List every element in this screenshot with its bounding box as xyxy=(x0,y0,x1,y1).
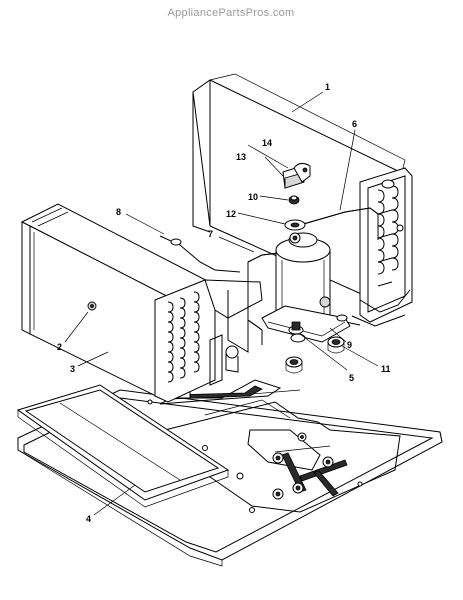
callout-4: 4 xyxy=(86,514,91,524)
terminal-parts xyxy=(282,162,311,231)
compressor xyxy=(261,232,351,343)
callout-12: 12 xyxy=(226,209,236,219)
callout-7: 7 xyxy=(208,229,213,239)
callout-8: 8 xyxy=(116,207,121,217)
callout-1: 1 xyxy=(325,82,330,92)
compressor-grommets xyxy=(285,333,345,374)
outdoor-coil xyxy=(359,167,413,323)
evaporator-coil xyxy=(20,203,263,403)
callout-6: 6 xyxy=(352,119,357,129)
callout-13: 13 xyxy=(236,152,246,162)
callout-3: 3 xyxy=(70,364,75,374)
callout-10: 10 xyxy=(248,192,258,202)
refrigerant-tubing xyxy=(159,207,411,345)
watermark-text: AppliancePartsPros.com xyxy=(167,7,294,19)
callout-14: 14 xyxy=(262,138,272,148)
callout-2: 2 xyxy=(57,342,62,352)
leader-lines xyxy=(64,91,379,516)
callouts: 1 2 3 4 5 6 7 8 9 10 11 12 13 14 xyxy=(57,82,391,524)
callout-9: 9 xyxy=(347,340,352,350)
callout-11: 11 xyxy=(381,364,391,374)
callout-5: 5 xyxy=(349,373,354,383)
drain-tray xyxy=(16,384,230,508)
